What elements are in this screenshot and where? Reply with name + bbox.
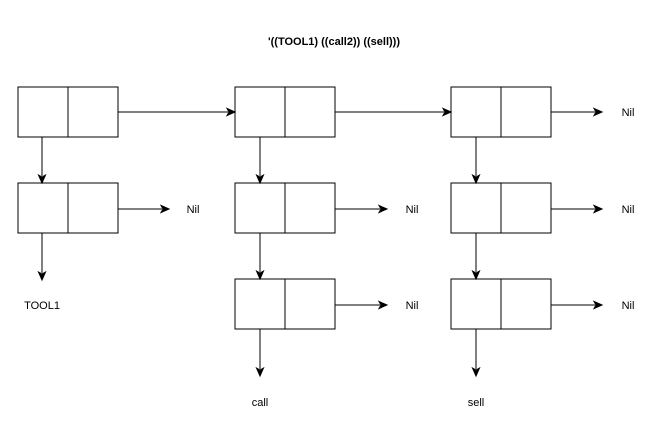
diagram-title: '((TOOL1) ((call2)) ((sell))) [268, 36, 400, 48]
arrow-mid-1-to-nil [118, 204, 171, 214]
cdr-cell [67, 182, 119, 234]
cons-cell-mid-3 [450, 182, 552, 234]
arrow-top-3-to-nil [551, 107, 604, 117]
nil-label: Nil [187, 204, 200, 216]
nil-label: Nil [622, 204, 635, 216]
nil-label: Nil [406, 300, 419, 312]
atom-label-sell: sell [468, 397, 485, 409]
car-cell [234, 86, 286, 138]
arrow-mid-3-to-nil [551, 204, 604, 214]
nil-label: Nil [622, 107, 635, 119]
arrow-top-3-to-mid-3 [471, 137, 481, 185]
nil-label: Nil [622, 300, 635, 312]
arrow-bottom-2-to-call [255, 329, 265, 378]
arrow-mid-1-to-tool [37, 233, 47, 282]
cdr-cell [284, 86, 336, 138]
arrow-bottom-3-to-sell [471, 329, 481, 378]
cdr-cell [500, 278, 552, 330]
cons-cell-bottom-3 [450, 278, 552, 330]
cons-cell-top-1 [17, 86, 119, 138]
atom-label-call: call [252, 397, 269, 409]
atom-label-tool: TOOL1 [24, 300, 60, 312]
cons-cell-mid-2 [234, 182, 336, 234]
cdr-cell [284, 278, 336, 330]
arrow-bottom-2-to-nil [335, 300, 389, 310]
arrow-mid-2-to-nil [335, 204, 389, 214]
arrow-top-2-to-mid-2 [255, 137, 265, 185]
cons-cell-mid-1 [17, 182, 119, 234]
arrow-top-2-to-top-3 [335, 107, 453, 117]
cdr-cell [284, 182, 336, 234]
car-cell [234, 182, 286, 234]
arrow-bottom-3-to-nil [551, 300, 604, 310]
arrow-mid-3-to-bottom-3 [471, 233, 481, 281]
cdr-cell [500, 182, 552, 234]
arrow-top-1-to-top-2 [118, 107, 237, 117]
arrow-top-1-to-mid-1 [37, 137, 47, 185]
cons-cell-top-3 [450, 86, 552, 138]
car-cell [17, 182, 69, 234]
cons-cell-bottom-2 [234, 278, 336, 330]
car-cell [17, 86, 69, 138]
cons-cell-top-2 [234, 86, 336, 138]
car-cell [450, 278, 502, 330]
car-cell [450, 86, 502, 138]
nil-label: Nil [406, 204, 419, 216]
cdr-cell [500, 86, 552, 138]
arrow-mid-2-to-bottom-2 [255, 233, 265, 281]
car-cell [234, 278, 286, 330]
car-cell [450, 182, 502, 234]
cdr-cell [67, 86, 119, 138]
